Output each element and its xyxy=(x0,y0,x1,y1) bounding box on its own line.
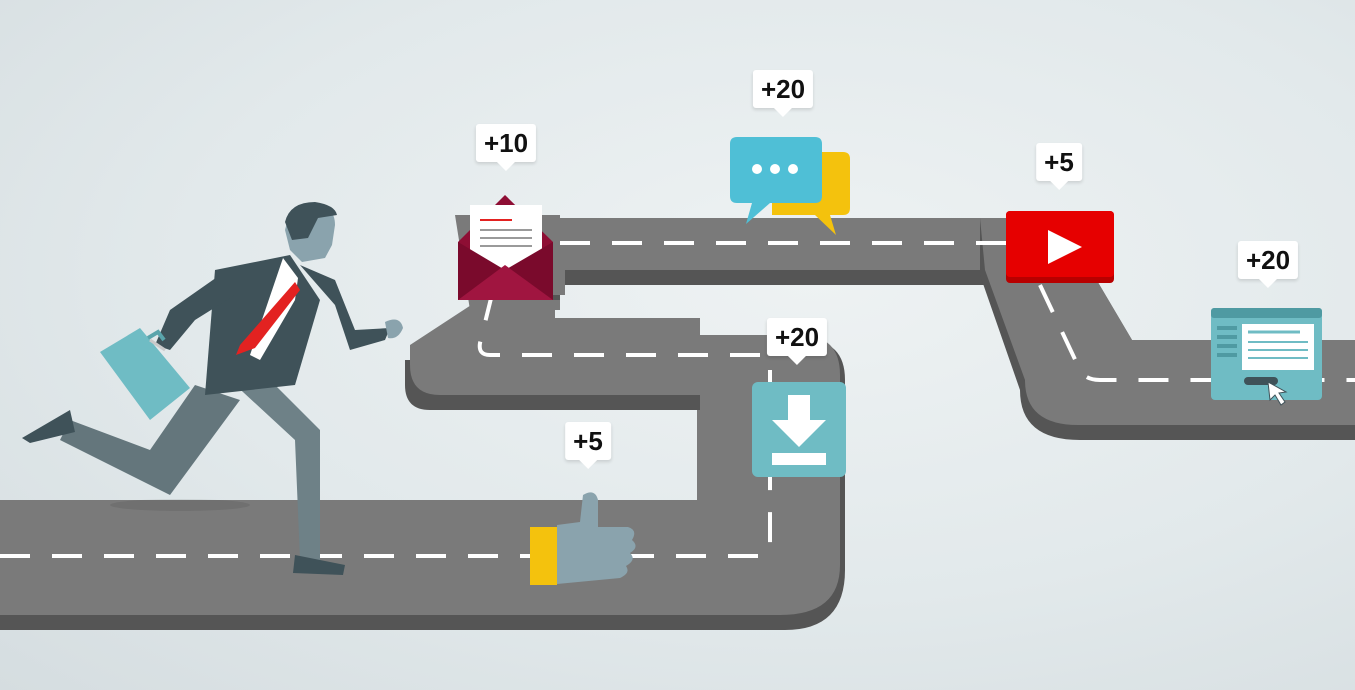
points-badge-like: +5 xyxy=(565,422,611,469)
points-badge-webpage: +20 xyxy=(1237,241,1299,288)
points-badge-email: +10 xyxy=(475,124,537,171)
webpage-icon xyxy=(1211,308,1322,406)
points-badge-download: +20 xyxy=(766,318,828,365)
points-badge-video: +5 xyxy=(1036,143,1082,190)
points-badge-chat: +20 xyxy=(752,70,814,117)
businessman-figure xyxy=(22,202,403,575)
play-button-icon xyxy=(1006,211,1114,283)
download-icon xyxy=(752,382,846,477)
chat-bubbles-icon xyxy=(730,137,850,235)
briefcase-icon xyxy=(100,328,190,420)
thumbs-up-icon xyxy=(530,492,636,585)
envelope-icon xyxy=(458,195,553,300)
